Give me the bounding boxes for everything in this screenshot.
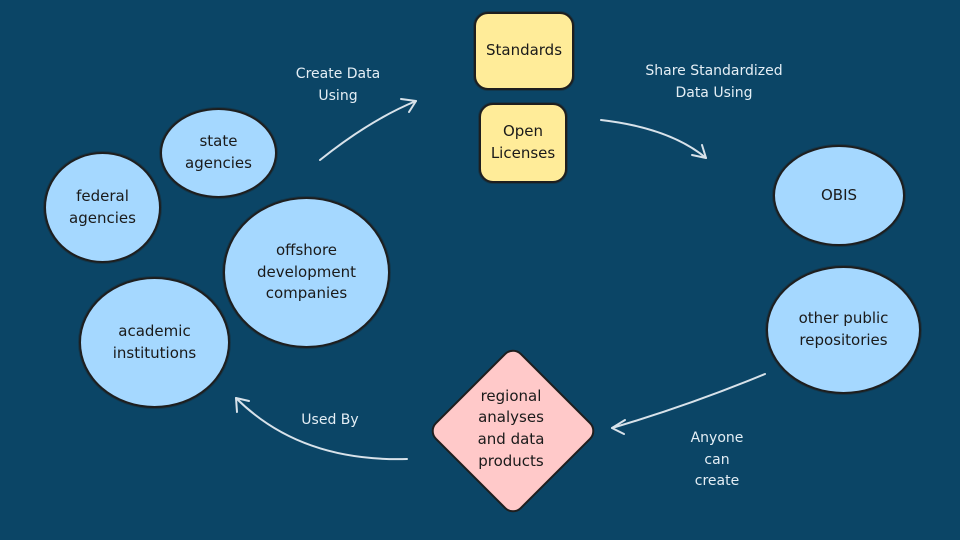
arrow-used-by [235, 397, 408, 461]
edge-label-used-by: Used By [301, 412, 359, 428]
arrow-create-data [319, 98, 417, 161]
node-regional-analyses[interactable]: regional analyses and data products [426, 343, 600, 518]
node-academic-institutions-label: academic institutions [112, 321, 197, 362]
node-academic-institutions[interactable]: academic institutions [79, 277, 230, 408]
arrow-share-data [600, 119, 707, 159]
node-standards[interactable]: Standards [474, 12, 574, 90]
node-state-agencies[interactable]: state agencies [160, 108, 277, 198]
node-open-licenses[interactable]: Open Licenses [479, 103, 567, 183]
node-other-public-repositories-label: other public repositories [798, 309, 889, 349]
edge-label-create-data: Create Data Using [295, 66, 381, 104]
node-state-agencies-label: state agencies [185, 132, 252, 172]
node-regional-analyses-label: regional analyses and data products [477, 386, 545, 470]
node-open-licenses-label: Open Licenses [490, 122, 556, 162]
node-federal-agencies-label: federal agencies [69, 186, 136, 227]
node-regional-analyses-text: regional analyses and data products [427, 343, 595, 515]
node-obis-label: OBIS [820, 185, 858, 204]
arrow-anyone-create [611, 373, 766, 435]
node-offshore-development-companies[interactable]: offshore development companies [223, 197, 390, 348]
node-obis[interactable]: OBIS [773, 145, 905, 246]
node-federal-agencies[interactable]: federal agencies [44, 152, 161, 263]
edge-label-share-data: Share Standardized Data Using [645, 63, 783, 101]
node-other-public-repositories[interactable]: other public repositories [766, 266, 921, 394]
node-offshore-development-companies-label: offshore development companies [257, 240, 356, 303]
edge-label-anyone-create: Anyone can create [690, 430, 744, 490]
node-standards-label: Standards [485, 41, 563, 60]
